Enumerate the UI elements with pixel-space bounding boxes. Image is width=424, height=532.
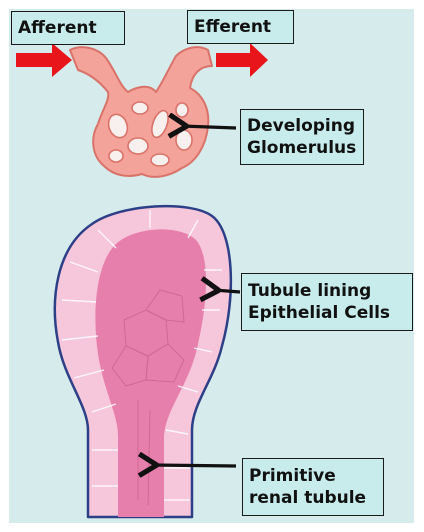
afferent-label-text: Afferent bbox=[18, 18, 97, 38]
epithelial-label-line-1: Tubule lining bbox=[248, 281, 372, 301]
afferent-arrow bbox=[16, 43, 72, 77]
glomerulus-label-line-2: Glomerulus bbox=[247, 138, 357, 158]
epithelial-cell-borders bbox=[61, 210, 222, 501]
glomerulus-pointer-arrow bbox=[182, 126, 237, 128]
afferent-label: Afferent bbox=[11, 11, 125, 45]
epithelial-pointer-arrow bbox=[214, 290, 241, 292]
renal-tubule bbox=[53, 204, 233, 519]
tubule-lumen bbox=[95, 229, 206, 518]
developing-glomerulus-label: Developing Glomerulus bbox=[240, 109, 364, 165]
efferent-label: Efferent bbox=[187, 10, 294, 44]
glomerulus-label-line-1: Developing bbox=[247, 116, 356, 136]
efferent-label-text: Efferent bbox=[194, 17, 272, 37]
tubule-pointer-arrow bbox=[152, 465, 237, 466]
epithelial-cells-label: Tubule lining Epithelial Cells bbox=[241, 273, 413, 331]
glomerulus-tuft bbox=[69, 46, 213, 178]
tubule-label-line-1: Primitive bbox=[249, 466, 336, 486]
efferent-arrow bbox=[216, 43, 268, 77]
primitive-renal-tubule-label: Primitive renal tubule bbox=[242, 458, 384, 516]
epithelial-label-line-2: Epithelial Cells bbox=[248, 303, 391, 323]
tubule-label-line-2: renal tubule bbox=[249, 488, 367, 508]
